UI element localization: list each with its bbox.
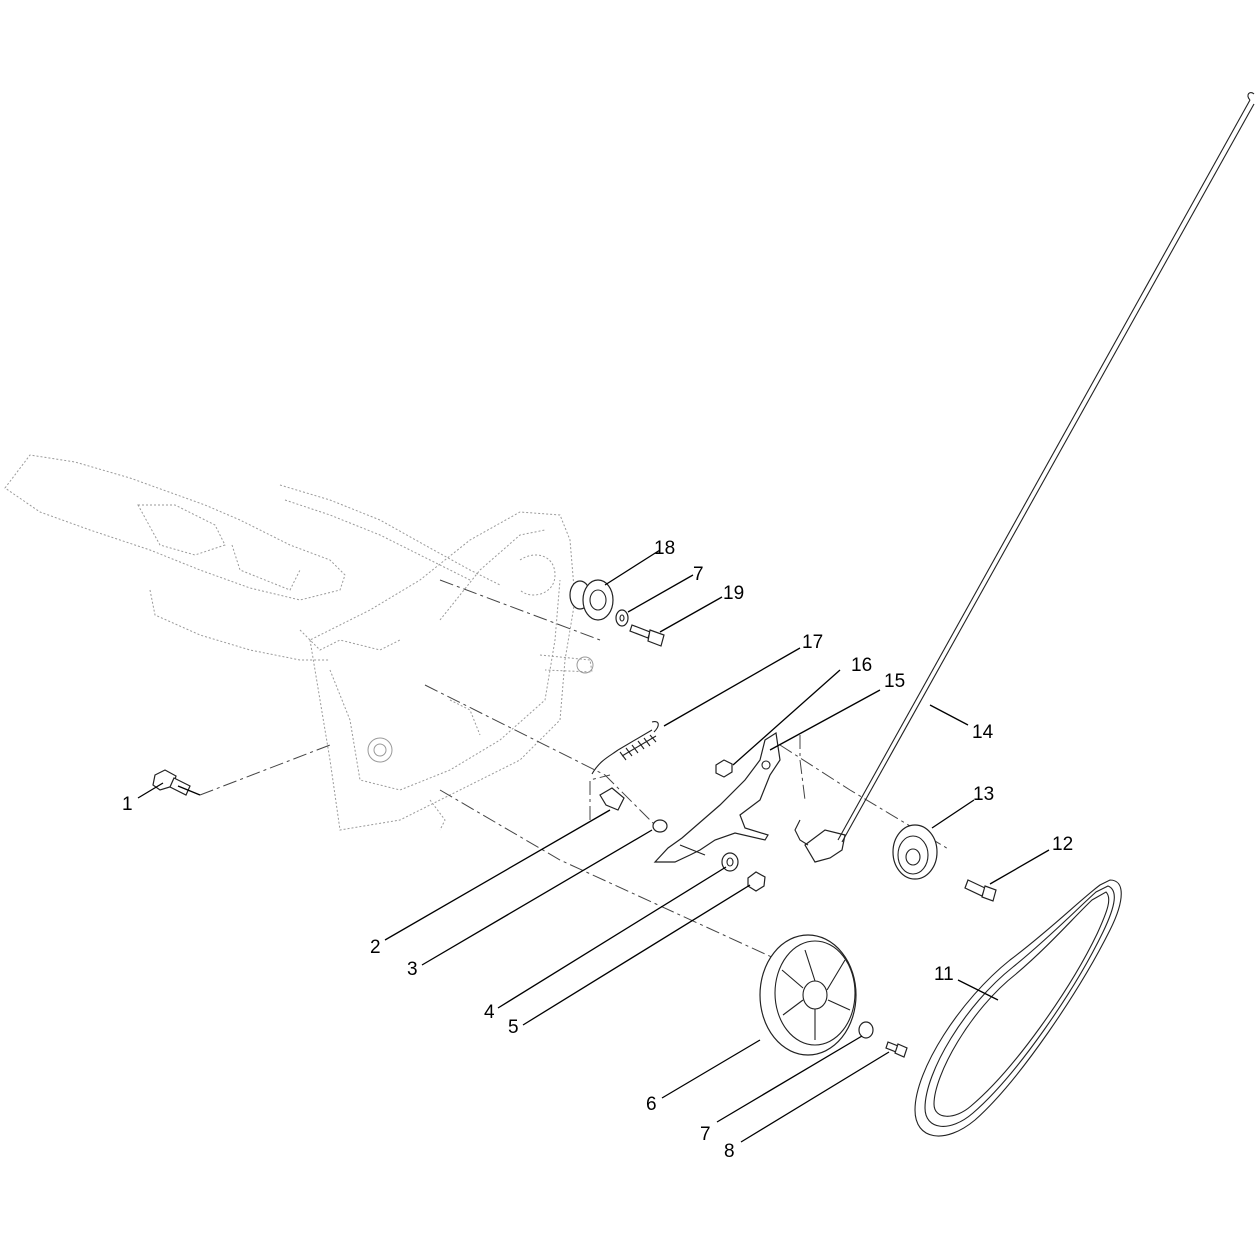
leader-lines [137, 549, 1050, 1143]
callout-3: 3 [407, 959, 418, 980]
part-13-idler-pulley [892, 824, 938, 880]
part-7-washer-upper [615, 609, 629, 627]
part-18-spacer-pulley [569, 579, 614, 621]
callout-19: 19 [723, 583, 744, 604]
part-16-nut [715, 759, 733, 778]
callout-18: 18 [654, 538, 675, 559]
part-15-idler-arm [653, 731, 781, 863]
part-14-cable [837, 92, 1255, 843]
callout-7-lower: 7 [700, 1124, 711, 1145]
callout-5: 5 [508, 1017, 519, 1038]
callout-labels: 1 2 3 4 5 6 7 7 8 11 12 13 14 15 16 17 1… [122, 538, 1073, 1162]
callout-16: 16 [851, 655, 872, 676]
callout-1: 1 [122, 794, 133, 815]
callout-4: 4 [484, 1002, 495, 1023]
part-1-bolt [152, 769, 191, 796]
callout-7-upper: 7 [693, 564, 704, 585]
callout-13: 13 [973, 784, 994, 805]
callout-8: 8 [724, 1141, 735, 1162]
part-19-bolt [629, 624, 665, 647]
callout-12: 12 [1052, 834, 1073, 855]
callout-14: 14 [972, 722, 994, 743]
callout-2: 2 [370, 937, 381, 958]
part-17-spring [591, 721, 659, 775]
callout-17: 17 [802, 632, 823, 653]
alignment-centerlines [199, 579, 951, 971]
part-2-clip [599, 787, 625, 811]
part-5-nut [747, 871, 766, 892]
part-4-spacer [721, 852, 739, 872]
callout-6: 6 [646, 1094, 657, 1115]
part-7-washer-lower [858, 1021, 874, 1039]
part-11-belt [914, 879, 1122, 1137]
part-12-bolt [964, 879, 997, 902]
housing-frame-ghost [4, 454, 594, 831]
callout-11: 11 [934, 964, 954, 985]
part-3-washer [652, 819, 668, 833]
callout-15: 15 [884, 671, 905, 692]
part-6-drive-pulley [759, 934, 857, 1056]
part-8-bolt [885, 1041, 908, 1058]
cable-bracket [794, 819, 846, 863]
